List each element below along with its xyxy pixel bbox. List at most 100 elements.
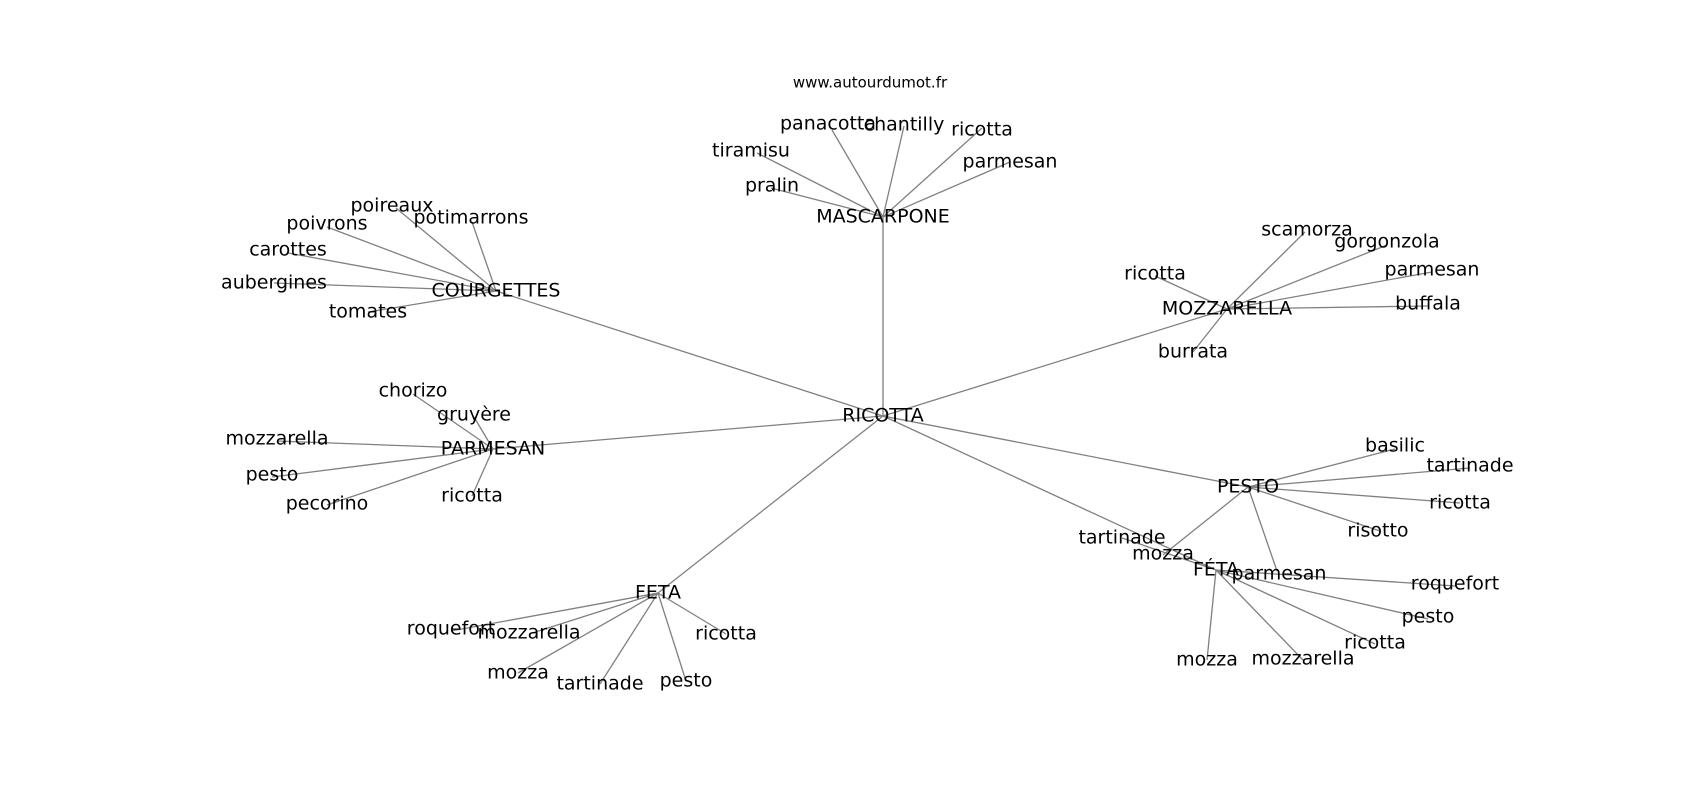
edge-hub-to-leaf [326, 226, 497, 292]
edge-hub-to-leaf [1247, 486, 1381, 532]
edge-center-to-hub [882, 415, 1217, 571]
edge-center-to-hub [882, 308, 1228, 417]
leaf-node-label: mozzarella [225, 428, 328, 450]
leaf-node-label: roquefort [407, 618, 495, 640]
leaf-node-label: tomates [329, 301, 407, 323]
edge-hub-to-leaf [657, 592, 727, 635]
leaf-node-label: mozza [1176, 649, 1238, 671]
leaf-node-label: potimarrons [413, 207, 528, 229]
edge-hub-to-leaf [1247, 486, 1278, 572]
edge-hub-to-leaf [1226, 231, 1306, 310]
edge-hub-to-leaf [287, 252, 497, 292]
leaf-node-label: ricotta [695, 623, 757, 645]
edge-hub-to-leaf [271, 448, 494, 478]
leaf-node-label: basilic [1365, 435, 1425, 457]
leaf-node-label: aubergines [221, 272, 327, 294]
edge-hub-to-leaf [1247, 486, 1461, 504]
edge-hub-to-leaf [1121, 537, 1217, 571]
edge-hub-to-leaf [1215, 569, 1376, 645]
graph-edges [271, 125, 1471, 685]
edge-hub-to-leaf [1226, 244, 1388, 310]
leaf-node-label: tiramisu [712, 140, 790, 162]
edge-hub-to-leaf [657, 592, 687, 682]
edge-hub-to-leaf [471, 448, 494, 497]
leaf-node-label: pecorino [286, 493, 369, 515]
leaf-node-label: mozzarella [1251, 648, 1354, 670]
leaf-node-label: roquefort [1411, 573, 1499, 595]
leaf-node-label: burrata [1158, 341, 1228, 363]
edge-hub-to-leaf [1154, 275, 1228, 310]
leaf-node-label: risotto [1347, 520, 1408, 542]
edge-hub-to-leaf [831, 129, 884, 218]
edge-hub-to-leaf [882, 161, 1011, 218]
leaf-node-label: scamorza [1261, 219, 1353, 241]
edge-hub-to-leaf [1192, 308, 1228, 353]
edge-hub-to-leaf [412, 393, 494, 450]
edge-hub-to-leaf [1247, 467, 1471, 488]
leaf-node-label: parmesan [963, 151, 1058, 173]
leaf-node-label: mozzarella [477, 622, 580, 644]
leaf-node-label: pesto [246, 464, 299, 486]
leaf-node-label: ricotta [441, 485, 503, 507]
leaf-node-label: gruyère [437, 404, 511, 426]
edge-center-to-hub [495, 290, 884, 417]
edge-hub-to-leaf [770, 187, 884, 218]
edge-hub-to-leaf [1247, 448, 1396, 488]
edge-hub-to-leaf [517, 592, 659, 674]
edge-hub-to-leaf [473, 416, 494, 450]
leaf-node-label: pesto [660, 670, 713, 692]
edge-center-to-hub [882, 415, 1249, 488]
leaf-node-label: panacotta [780, 113, 876, 135]
leaf-node-label: ricotta [951, 119, 1013, 141]
leaf-node-label: mozza [1132, 543, 1194, 565]
edge-center-to-hub [492, 415, 884, 450]
leaf-node-label: chantilly [864, 114, 945, 136]
watermark-text: www.autourdumot.fr [793, 74, 948, 92]
leaf-node-label: pesto [1402, 606, 1455, 628]
leaf-node-label: pralin [745, 175, 799, 197]
leaf-node-label: ricotta [1429, 492, 1491, 514]
hub-node-label: MASCARPONE [816, 206, 950, 228]
center-node-label: RICOTTA [842, 405, 923, 427]
edge-hub-to-leaf [450, 592, 659, 632]
hub-node-label: MOZZARELLA [1162, 298, 1292, 320]
leaf-node-label: buffala [1395, 293, 1461, 315]
edge-hub-to-leaf [367, 290, 497, 313]
leaf-node-label: poireaux [351, 195, 434, 217]
edge-hub-to-leaf [395, 207, 497, 292]
edge-hub-to-leaf [1215, 569, 1456, 587]
hub-node-label: PARMESAN [441, 438, 545, 460]
hub-node-label: FETA [635, 582, 681, 604]
edge-hub-to-leaf [1215, 569, 1304, 661]
edge-hub-to-leaf [882, 125, 905, 218]
leaf-node-label: carottes [249, 239, 327, 261]
edge-hub-to-leaf [471, 221, 497, 292]
edge-center-to-hub [657, 415, 884, 594]
edge-hub-to-leaf [1226, 305, 1429, 310]
leaf-node-label: tartinade [1426, 455, 1513, 477]
leaf-node-label: parmesan [1232, 563, 1327, 585]
edge-hub-to-leaf [1162, 486, 1249, 556]
leaf-node-label: mozza [487, 662, 549, 684]
hub-node-label: PESTO [1217, 476, 1279, 498]
leaf-node-label: tartinade [1078, 527, 1165, 549]
edge-hub-to-leaf [528, 592, 659, 635]
edge-hub-to-leaf [1215, 569, 1429, 620]
edge-hub-to-leaf [882, 127, 983, 218]
leaf-node-label: poivrons [286, 213, 367, 235]
edge-hub-to-leaf [276, 440, 494, 450]
edge-hub-to-leaf [273, 282, 497, 292]
edge-hub-to-leaf [326, 448, 494, 506]
leaf-node-label: tartinade [556, 673, 643, 695]
edge-hub-to-leaf [1206, 569, 1217, 661]
edge-hub-to-leaf [756, 152, 884, 218]
edge-hub-to-leaf [599, 592, 659, 685]
leaf-node-label: chorizo [379, 380, 448, 402]
leaf-node-label: ricotta [1124, 263, 1186, 285]
edge-hub-to-leaf [1226, 271, 1433, 310]
hub-node-label: FÉTA [1193, 558, 1239, 581]
leaf-node-label: ricotta [1344, 632, 1406, 654]
leaf-node-label: gorgonzola [1334, 231, 1439, 253]
